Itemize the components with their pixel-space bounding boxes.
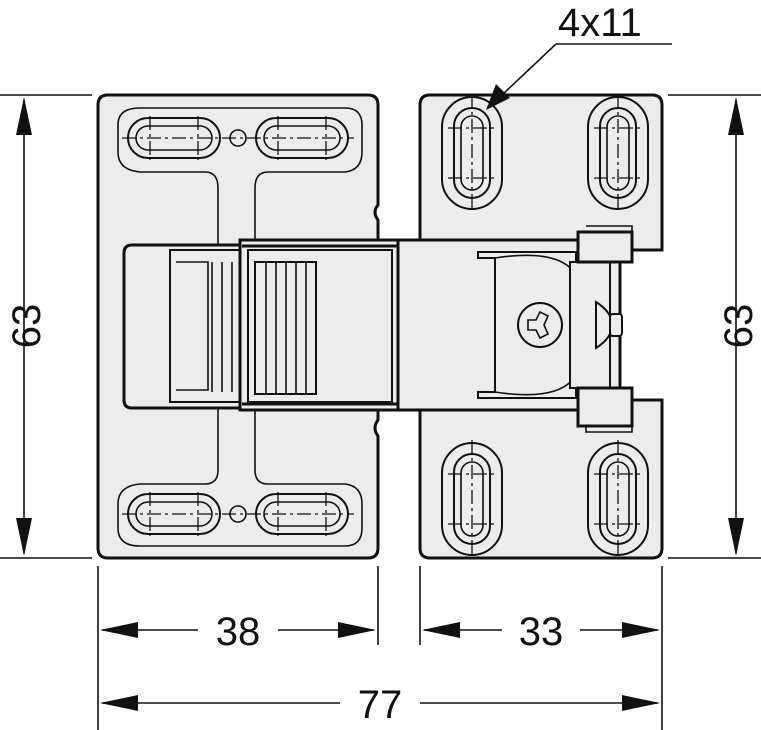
height-left-label: 63 — [5, 304, 49, 349]
width-dimension-left-plate: 38 — [97, 566, 379, 730]
width-right-plate-label: 33 — [519, 610, 564, 654]
hinge-mechanism — [122, 225, 634, 433]
width-dimension-right-plate: 33 — [419, 566, 663, 730]
left-bottom-slot-pair — [122, 492, 354, 536]
overall-width-dimension: 77 — [100, 683, 660, 727]
hole-callout-label: 4x11 — [558, 1, 642, 45]
right-top-right-slot — [587, 94, 649, 212]
width-left-plate-label: 38 — [216, 610, 261, 654]
height-right-label: 63 — [717, 304, 761, 349]
right-bottom-right-slot — [587, 440, 649, 558]
adjustment-screw — [517, 302, 563, 348]
right-top-left-slot — [441, 94, 503, 212]
left-top-slot-pair — [122, 116, 354, 160]
overall-width-label: 77 — [358, 683, 403, 727]
height-dimension-right: 63 — [668, 94, 761, 559]
hole-callout: 4x11 — [486, 1, 672, 110]
height-dimension-left: 63 — [0, 94, 92, 559]
right-bottom-left-slot — [441, 440, 503, 558]
